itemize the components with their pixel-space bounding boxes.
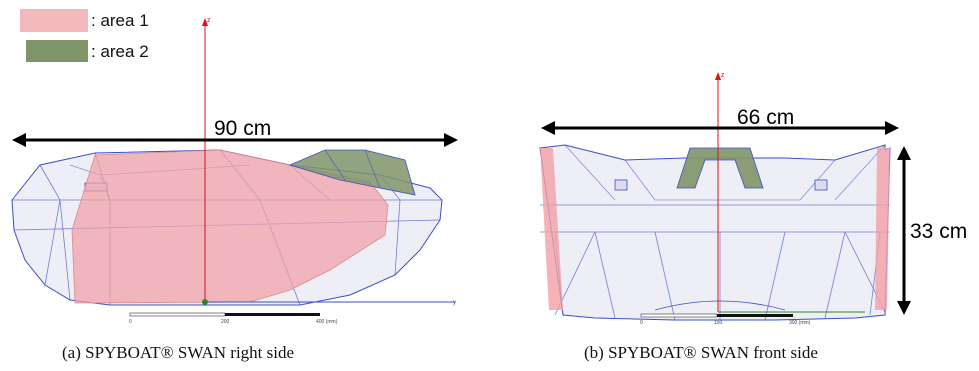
front-side-view-panel: z 66 cm 33 cm 0 150 300 (mm) [535, 0, 979, 330]
legend-area1-label: : area 1 [91, 11, 149, 30]
legend-area1-swatch [20, 9, 88, 32]
right-side-view-panel: : area 1 : area 2 y z 90 cm [0, 0, 465, 330]
z-axis-arrow [202, 18, 208, 26]
scale-b-label-0: 0 [640, 320, 643, 326]
area1-left-side [540, 148, 563, 310]
front-side-diagram: z 66 cm 33 cm 0 150 300 (mm) [539, 72, 967, 326]
front-hull-body [539, 144, 891, 321]
right-side-diagram: : area 1 : area 2 y z 90 cm [8, 9, 460, 326]
scale-bar-a [129, 312, 320, 317]
scale-a-label-0: 0 [129, 319, 132, 325]
height-dimension-label: 33 cm [910, 220, 967, 243]
legend-area2-label: : area 2 [91, 42, 149, 61]
z-axis-arrow-b [715, 72, 721, 80]
length-dimension [12, 133, 458, 147]
caption-front-side: (b) SPYBOAT® SWAN front side [584, 343, 818, 362]
area1-region [71, 149, 389, 304]
z-axis-label: z [207, 17, 211, 24]
area2-region [288, 149, 416, 196]
caption-right-side: (a) SPYBOAT® SWAN right side [62, 343, 295, 362]
length-dimension-label: 90 cm [214, 117, 271, 140]
scale-a-label-1: 200 [221, 319, 230, 325]
svg-text:y: y [453, 300, 456, 306]
origin-marker [202, 299, 208, 305]
legend-area2-swatch [26, 40, 88, 62]
scale-bar-b [640, 313, 793, 318]
z-axis-label-b: z [721, 72, 725, 79]
width-dimension [541, 121, 899, 135]
height-dimension [897, 146, 911, 315]
scale-b-label-2: 300 (mm) [789, 320, 811, 326]
scale-b-label-1: 150 [714, 320, 723, 326]
width-dimension-label: 66 cm [737, 106, 794, 129]
area2-windshield [676, 147, 764, 189]
scale-a-label-2: 400 (mm) [316, 319, 338, 325]
area1-right-side [875, 148, 890, 310]
